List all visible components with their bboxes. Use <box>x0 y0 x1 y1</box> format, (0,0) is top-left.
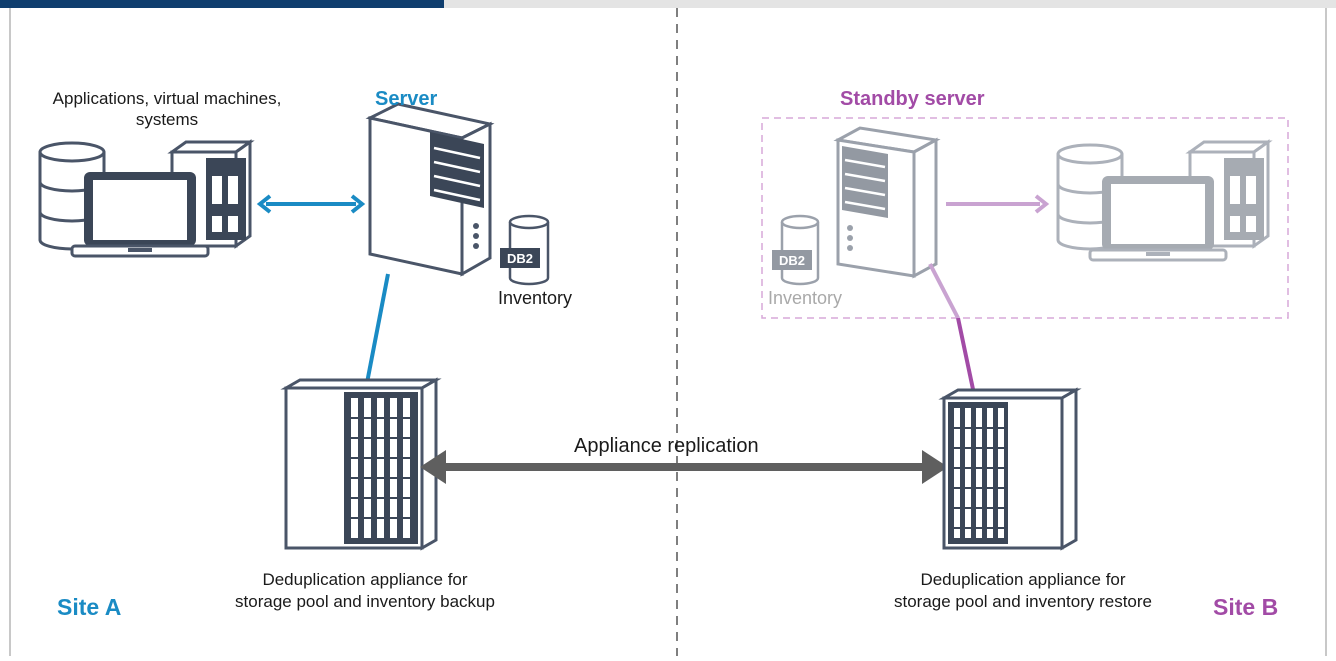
restored-applications-icon <box>1056 139 1273 262</box>
inventory-label-b: Inventory <box>768 288 843 308</box>
appliance-replication-arrow <box>420 450 948 484</box>
appliance-replication-label: Appliance replication <box>574 435 759 457</box>
apps-server-arrow <box>256 194 366 214</box>
applications-label-line1: Applications, virtual machines, <box>52 89 282 108</box>
standby-to-appliance-b <box>956 317 976 395</box>
standby-to-appliance-b-faded <box>928 263 960 319</box>
dedup-b-line1: Deduplication appliance for <box>920 570 1126 589</box>
standby-server-box <box>761 117 1289 319</box>
dedup-appliance-b-label: Deduplication appliance for storage pool… <box>858 569 1188 613</box>
standby-server-icon <box>833 126 941 279</box>
standby-server-label: Standby server <box>840 88 985 110</box>
dedup-a-line2: storage pool and inventory backup <box>235 592 495 611</box>
header-bar-dark <box>0 0 444 8</box>
applications-icon <box>38 139 255 258</box>
applications-label: Applications, virtual machines, systems <box>12 88 322 130</box>
server-icon <box>365 102 495 277</box>
site-b-label: Site B <box>1213 594 1279 620</box>
db2-label-a: DB2 <box>507 251 533 266</box>
dedup-appliance-a-label: Deduplication appliance for storage pool… <box>200 569 530 613</box>
laptop-icon <box>70 172 210 258</box>
db2-database-icon-b: DB2 <box>772 214 820 286</box>
appliance-a-icon <box>280 377 442 551</box>
server-label: Server <box>375 88 438 110</box>
db2-label-b: DB2 <box>779 253 805 268</box>
header-bar-light <box>444 0 1336 8</box>
dedup-b-line2: storage pool and inventory restore <box>894 592 1152 611</box>
standby-apps-arrow <box>946 194 1050 214</box>
inventory-label-a: Inventory <box>498 288 573 308</box>
site-a-label: Site A <box>57 594 122 620</box>
server-to-appliance-a <box>364 273 390 389</box>
dedup-a-line1: Deduplication appliance for <box>262 570 468 589</box>
appliance-b-icon <box>938 387 1082 551</box>
applications-label-line2: systems <box>135 110 199 129</box>
db2-database-icon-a: DB2 <box>500 214 550 286</box>
